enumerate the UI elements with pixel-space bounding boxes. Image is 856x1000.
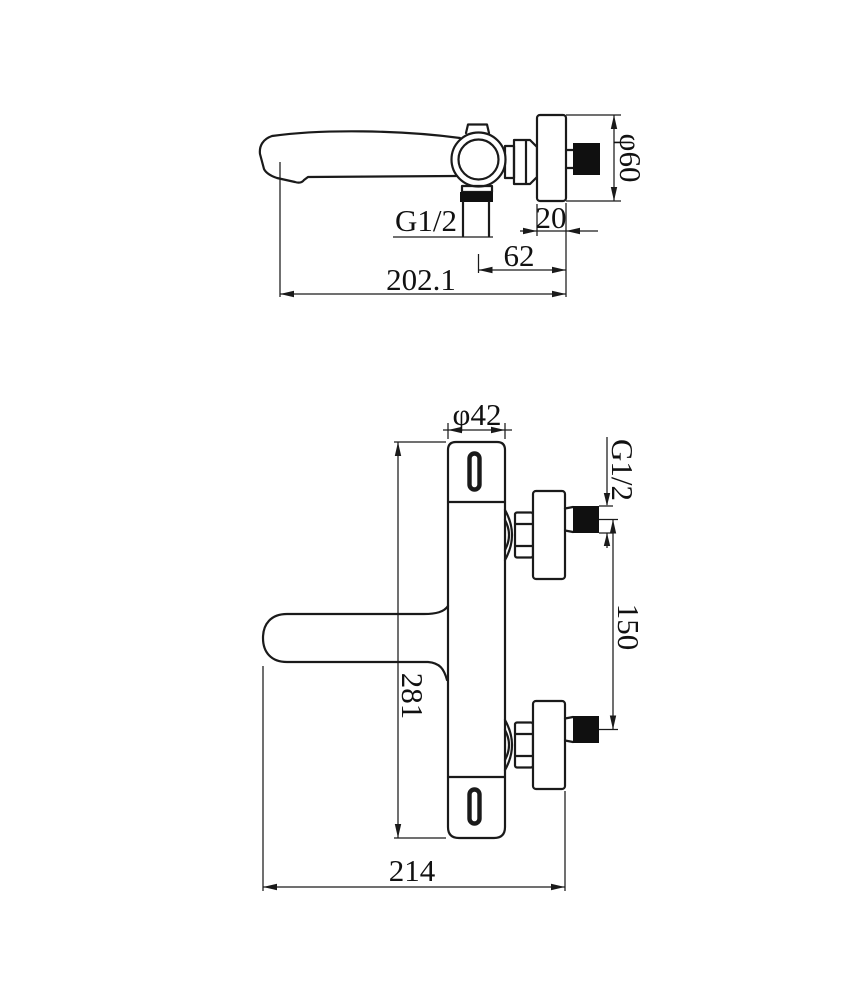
mixer-body-front: [446, 440, 507, 840]
top-handle-slot: [467, 451, 482, 492]
front-view-dimensions: φ42 281 G1/2 150: [262, 397, 646, 891]
valve-body-outer-circle: [450, 131, 507, 188]
dim-body-length-label: 281: [395, 673, 430, 720]
upper-union-nut: [513, 511, 535, 559]
lower-inlet-connection: [503, 699, 599, 791]
lower-shank-line-1: [563, 715, 575, 720]
side-view-dimensions: G1/2 20 62 202.1 φ: [279, 114, 648, 298]
dim-center-to-wall-label: 62: [504, 238, 535, 273]
lower-wall-plate: [531, 699, 567, 791]
dim-overall-width-label: 214: [389, 853, 436, 888]
lower-union-dome-inner: [503, 728, 511, 762]
upper-inlet-connection: [503, 489, 599, 581]
lower-union-dome-outer: [503, 718, 514, 772]
side-view: G1/2 20 62 202.1 φ: [258, 113, 648, 298]
wall-plate-side: [535, 113, 568, 203]
lower-union-nut: [513, 721, 535, 769]
spout-side-outline: [258, 130, 462, 184]
dim-outlet-thread-label: G1/2: [395, 203, 457, 238]
valve-body-inner-circle: [457, 138, 500, 181]
upper-wall-plate: [531, 489, 567, 581]
dim-inlet-thread-label: G1/2: [605, 439, 640, 501]
outlet-seal-band: [460, 192, 493, 202]
spout-front-outline: [261, 604, 450, 682]
outlet-collar: [460, 184, 494, 194]
dim-inlet-spacing-label: 150: [611, 604, 646, 651]
dim-plate-diameter-label: φ60: [613, 134, 648, 183]
dim-projection-label: 202.1: [386, 262, 456, 297]
lower-shank-line-2: [563, 739, 575, 744]
valve-top-tab: [464, 123, 491, 135]
dim-plate-thickness-label: 20: [536, 200, 567, 235]
bottom-handle-slot: [467, 787, 482, 826]
dim-body-diameter-label: φ42: [453, 397, 502, 432]
thread-nipple-side: [573, 143, 600, 175]
upper-union-dome-outer: [503, 508, 514, 562]
upper-shank-line-2: [563, 529, 575, 534]
upper-union-dome-inner: [503, 518, 511, 552]
upper-thread-nipple: [573, 506, 599, 533]
lower-thread-nipple: [573, 716, 599, 743]
front-view: φ42 281 G1/2 150: [261, 397, 646, 891]
upper-shank-line-1: [563, 505, 575, 510]
